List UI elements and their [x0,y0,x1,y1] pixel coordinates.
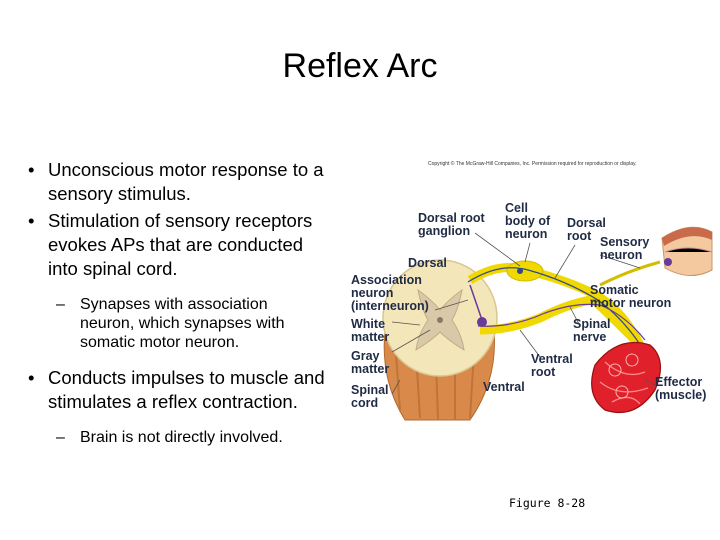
bullet-text: Stimulation of sensory receptors evokes … [48,210,313,279]
bullet-text: Conducts impulses to muscle and stimulat… [48,367,325,412]
bullet-item: • Unconscious motor response to a sensor… [26,158,326,206]
leader-lines [391,232,656,395]
label-sensory-neuron: Sensory neuron [600,235,650,262]
sub-bullet-text: Synapses with association neuron, which … [80,296,285,351]
label-ventral: Ventral [483,380,525,394]
label-cell-body: Cell body of neuron [505,201,551,241]
label-spinal-nerve: Spinal nerve [573,317,611,344]
sub-bullet-item: – Synapses with association neuron, whic… [26,295,326,352]
copyright-notice: Copyright © The McGraw-Hill Companies, I… [428,161,637,167]
label-dorsal-root: Dorsal root [567,216,606,243]
label-effector: Effector (muscle) [655,375,707,402]
bullet-item: • Stimulation of sensory receptors evoke… [26,209,326,281]
label-spinal-cord: Spinal cord [351,383,389,410]
figure-caption: Figure 8-28 [509,496,586,510]
label-white-matter: White matter [351,317,390,344]
bullet-icon: • [28,367,35,388]
bullet-item: • Conducts impulses to muscle and stimul… [26,366,326,414]
label-dorsal-root-ganglion: Dorsal root ganglion [418,211,485,238]
nerve-icon [467,260,661,353]
label-gray-matter: Gray matter [351,349,390,376]
spinal-cord-icon [382,259,498,421]
dash-icon: – [56,296,65,313]
sub-bullet-text: Brain is not directly involved. [80,429,283,446]
label-ventral-root: Ventral root [531,352,573,379]
label-somatic-motor-neuron: Somatic motor neuron [590,283,672,310]
sub-bullet-item: – Brain is not directly involved. [26,428,326,447]
bullet-icon: • [28,210,35,231]
muscle-icon [591,341,661,414]
bullet-list: • Unconscious motor response to a sensor… [26,158,326,461]
bullet-icon: • [28,159,35,180]
bullet-text: Unconscious motor response to a sensory … [48,159,324,204]
label-association-neuron: Association neuron (interneuron) [351,273,429,313]
slide-title: Reflex Arc [282,47,438,85]
label-dorsal: Dorsal [408,256,447,270]
dash-icon: – [56,429,65,446]
skin-receptor-icon [661,226,713,276]
